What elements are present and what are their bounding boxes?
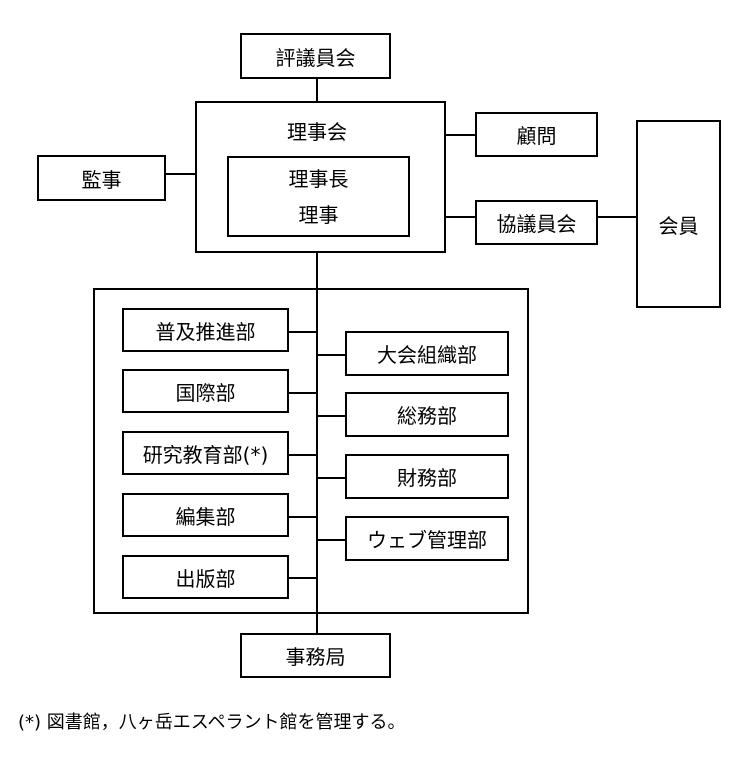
dept-label: 普及推進部 xyxy=(155,319,256,344)
dept-label: 大会組織部 xyxy=(377,343,477,367)
footnote-text: (*) 図書館，八ヶ岳エスペラント館を管理する。 xyxy=(18,712,406,733)
chair-directors-box: 理事長 理事 xyxy=(227,156,410,237)
dept-label: 編集部 xyxy=(175,504,236,529)
dept-label: 総務部 xyxy=(397,404,457,428)
connector-auditor-board xyxy=(165,173,197,175)
directors-label: 理事 xyxy=(298,202,339,227)
connector-right-dept-1 xyxy=(317,354,346,356)
connector-left-dept-1 xyxy=(287,331,317,333)
members-box: 会員 xyxy=(636,120,721,308)
secretariat-label: 事務局 xyxy=(285,645,346,669)
board-label: 理事会 xyxy=(287,120,347,144)
connector-left-dept-4 xyxy=(287,516,317,518)
connector-main-trunk xyxy=(316,251,318,634)
auditor-label: 監事 xyxy=(81,167,122,192)
dept-label: 研究教育部(*) xyxy=(142,442,269,467)
advisor-label: 顧問 xyxy=(516,124,557,148)
council-box: 評議員会 xyxy=(240,33,391,79)
advisor-box: 顧問 xyxy=(475,112,598,157)
departments-container xyxy=(93,288,529,614)
connector-right-dept-2 xyxy=(317,415,346,417)
dept-box-congress-organizing: 大会組織部 xyxy=(345,331,509,376)
dept-box-web-management: ウェブ管理部 xyxy=(345,516,509,561)
conference-box: 協議員会 xyxy=(475,200,598,245)
connector-board-advisor xyxy=(444,134,477,136)
dept-label: 財務部 xyxy=(397,466,457,490)
secretariat-box: 事務局 xyxy=(240,633,391,678)
members-label: 会員 xyxy=(658,214,699,238)
dept-label: ウェブ管理部 xyxy=(367,528,487,552)
dept-box-research-education: 研究教育部(*) xyxy=(122,431,289,475)
dept-box-finance: 財務部 xyxy=(345,454,509,499)
connector-board-conference xyxy=(444,216,477,218)
connector-left-dept-5 xyxy=(287,577,317,579)
chair-label: 理事長 xyxy=(288,166,349,191)
connector-left-dept-3 xyxy=(287,454,317,456)
dept-box-general-affairs: 総務部 xyxy=(345,392,509,437)
dept-label: 出版部 xyxy=(175,566,236,591)
dept-box-editorial: 編集部 xyxy=(122,493,289,537)
conference-label: 協議員会 xyxy=(496,212,577,236)
council-label: 評議員会 xyxy=(275,45,356,70)
connector-right-dept-4 xyxy=(317,539,346,541)
auditor-box: 監事 xyxy=(37,155,166,201)
dept-box-international: 国際部 xyxy=(122,369,289,413)
connector-right-dept-3 xyxy=(317,477,346,479)
dept-box-promotion: 普及推進部 xyxy=(122,308,289,352)
connector-council-board xyxy=(316,78,318,102)
connector-left-dept-2 xyxy=(287,392,317,394)
dept-box-publishing: 出版部 xyxy=(122,555,289,599)
connector-conference-members xyxy=(597,216,638,218)
dept-label: 国際部 xyxy=(175,380,236,405)
